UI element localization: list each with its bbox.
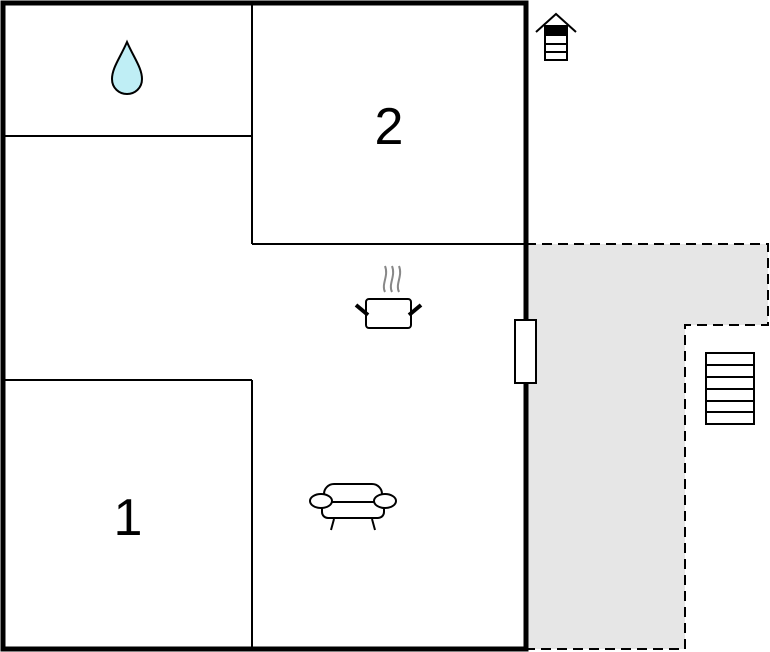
cooking-pot-icon <box>354 265 423 329</box>
terrace-area <box>525 243 769 650</box>
outer-wall <box>0 0 529 652</box>
stairs-icon <box>705 352 755 425</box>
door-icon <box>514 319 537 384</box>
room-1-label: 1 <box>114 489 143 547</box>
house-entrance-icon <box>535 12 577 61</box>
water-drop-icon <box>110 39 144 96</box>
sofa-icon <box>309 483 397 531</box>
room-2-label: 2 <box>375 98 404 156</box>
